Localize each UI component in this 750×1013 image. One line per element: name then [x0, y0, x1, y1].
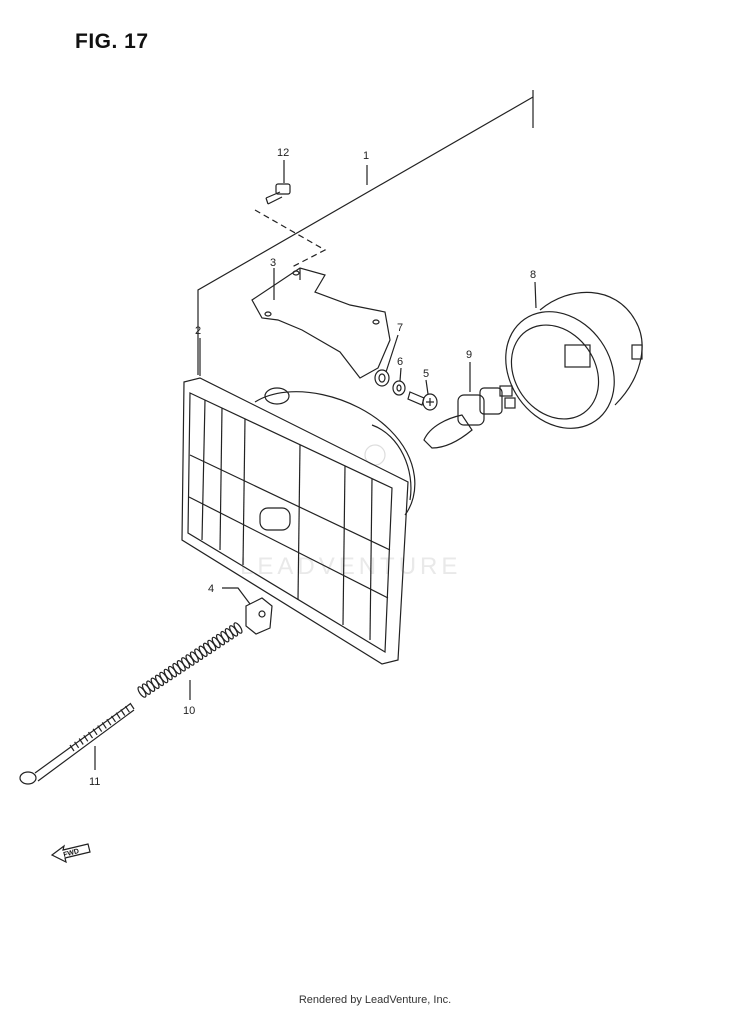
callout-7: 7 [397, 322, 403, 334]
adjust-bolt-icon [19, 702, 135, 785]
bolt-icon [265, 160, 291, 205]
adjuster-nut-icon [222, 587, 273, 635]
svg-text:FWD: FWD [63, 848, 80, 859]
mounting-bracket-icon [251, 267, 391, 379]
fwd-arrow-icon: FWD [50, 843, 91, 864]
callout-1: 1 [363, 150, 369, 162]
callout-6: 6 [397, 356, 403, 368]
callout-12: 12 [277, 147, 289, 159]
lock-washer-icon [392, 367, 406, 396]
callout-4: 4 [208, 583, 214, 595]
callout-labels: 1 2 3 4 5 6 7 8 9 10 11 12 [89, 147, 536, 788]
figure-title: FIG. 17 [75, 30, 149, 53]
headlamp-unit-icon [181, 338, 416, 665]
callout-5: 5 [423, 368, 429, 380]
callout-8: 8 [530, 269, 536, 281]
callout-11: 11 [89, 776, 100, 788]
bulb-icon [423, 362, 516, 449]
callout-10: 10 [183, 705, 195, 717]
callout-9: 9 [466, 349, 472, 361]
screw-icon [407, 379, 438, 411]
washer-icon [374, 334, 399, 387]
bulb-socket-cover-icon [505, 281, 643, 429]
spring-icon [137, 622, 243, 698]
callout-3: 3 [270, 257, 276, 269]
watermark: LEADVENTURE [240, 553, 462, 580]
callout-2: 2 [195, 325, 201, 337]
assembly-leader-lines [197, 90, 534, 375]
footer-credit: Rendered by LeadVenture, Inc. [298, 994, 452, 1006]
